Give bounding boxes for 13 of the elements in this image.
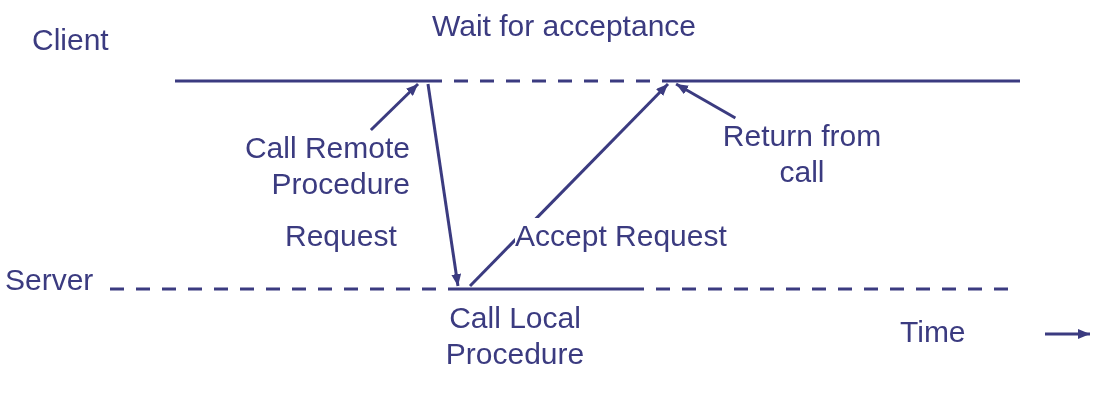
- lifeline: [175, 78, 1020, 84]
- heading-text: Wait for acceptance: [432, 8, 696, 44]
- note-text: Call Remote Procedure: [180, 130, 410, 202]
- leader-line: [369, 82, 420, 132]
- lifeline-label: Server: [5, 262, 94, 298]
- message-arrow: [468, 82, 670, 288]
- lifeline-label: Client: [32, 22, 109, 58]
- leader-line: [675, 82, 737, 120]
- note-text: Return from call: [712, 118, 892, 190]
- note-text: Call Local Procedure: [444, 300, 586, 372]
- message-arrow: [426, 83, 462, 287]
- edge-label: Accept Request: [515, 218, 727, 254]
- axis-label: Time: [900, 314, 966, 350]
